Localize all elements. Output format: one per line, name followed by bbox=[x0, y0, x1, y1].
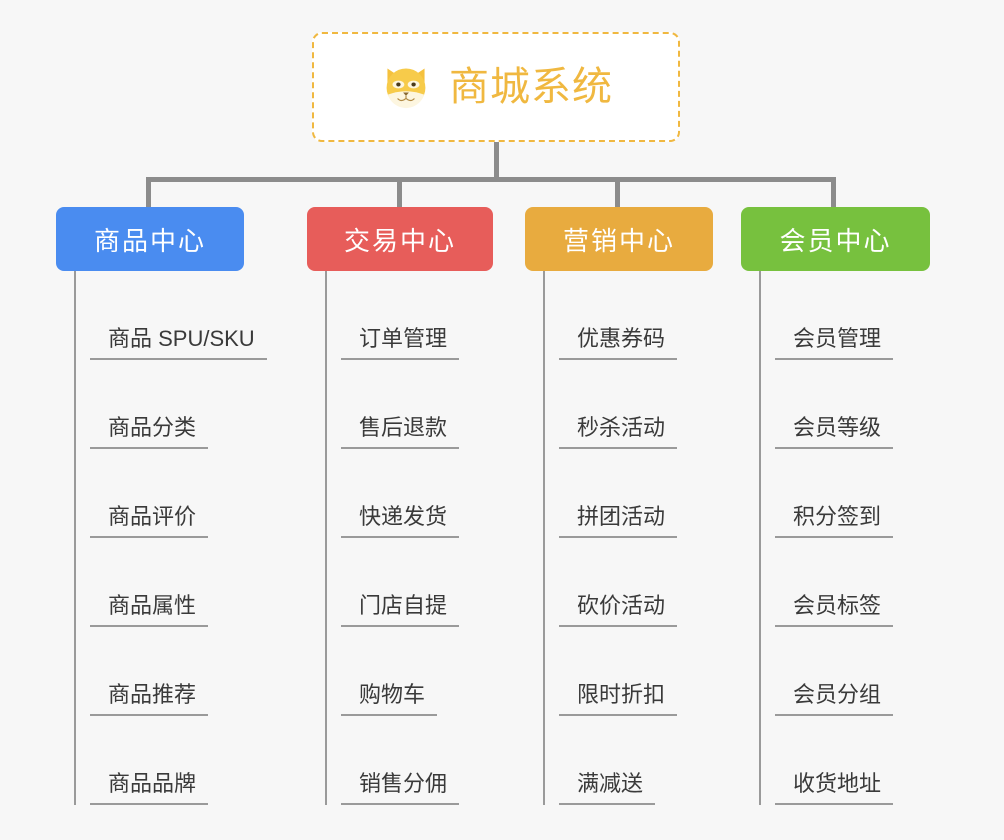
connector-drop-2 bbox=[397, 177, 402, 207]
list-item[interactable]: 收货地址 bbox=[759, 716, 961, 805]
root-title: 商城系统 bbox=[449, 65, 613, 109]
category-column-trade: 交易中心 订单管理 售后退款 快递发货 门店自提 购物车 销售分佣 bbox=[307, 207, 527, 821]
leaf-spine bbox=[759, 271, 761, 805]
category-header-marketing[interactable]: 营销中心 bbox=[525, 207, 713, 271]
list-item[interactable]: 优惠券码 bbox=[543, 271, 745, 360]
leaf-label: 秒杀活动 bbox=[559, 414, 678, 449]
category-header-product[interactable]: 商品中心 bbox=[56, 207, 244, 271]
leaf-label: 商品属性 bbox=[90, 592, 209, 627]
category-column-marketing: 营销中心 优惠券码 秒杀活动 拼团活动 砍价活动 限时折扣 满减送 bbox=[525, 207, 745, 821]
leaf-list-member: 会员管理 会员等级 积分签到 会员标签 会员分组 收货地址 bbox=[759, 271, 961, 805]
leaf-label: 商品 SPU/SKU bbox=[90, 325, 267, 360]
list-item[interactable]: 会员等级 bbox=[759, 360, 961, 449]
list-item[interactable]: 销售分佣 bbox=[325, 716, 527, 805]
category-columns: 商品中心 商品 SPU/SKU 商品分类 商品评价 商品属性 商品推荐 商品品牌… bbox=[0, 207, 1004, 840]
connector-drop-1 bbox=[146, 177, 151, 207]
connector-horizontal-bar bbox=[146, 177, 836, 182]
list-item[interactable]: 满减送 bbox=[543, 716, 745, 805]
list-item[interactable]: 商品 SPU/SKU bbox=[74, 271, 276, 360]
connector-root-stem bbox=[494, 142, 499, 180]
leaf-label: 订单管理 bbox=[341, 325, 460, 360]
list-item[interactable]: 积分签到 bbox=[759, 449, 961, 538]
list-item[interactable]: 快递发货 bbox=[325, 449, 527, 538]
leaf-label: 门店自提 bbox=[341, 592, 460, 627]
list-item[interactable]: 售后退款 bbox=[325, 360, 527, 449]
leaf-label: 快递发货 bbox=[341, 503, 460, 538]
leaf-label: 优惠券码 bbox=[559, 325, 678, 360]
leaf-label: 商品评价 bbox=[90, 503, 209, 538]
list-item[interactable]: 会员管理 bbox=[759, 271, 961, 360]
list-item[interactable]: 商品分类 bbox=[74, 360, 276, 449]
list-item[interactable]: 会员标签 bbox=[759, 538, 961, 627]
list-item[interactable]: 商品属性 bbox=[74, 538, 276, 627]
leaf-label: 商品推荐 bbox=[90, 681, 209, 716]
leaf-label: 积分签到 bbox=[775, 503, 894, 538]
list-item[interactable]: 门店自提 bbox=[325, 538, 527, 627]
leaf-label: 会员等级 bbox=[775, 414, 894, 449]
list-item[interactable]: 拼团活动 bbox=[543, 449, 745, 538]
root-node[interactable]: 商城系统 bbox=[312, 32, 680, 142]
leaf-label: 砍价活动 bbox=[559, 592, 678, 627]
shiba-dog-face-icon bbox=[386, 68, 426, 109]
leaf-label: 收货地址 bbox=[775, 770, 894, 805]
list-item[interactable]: 限时折扣 bbox=[543, 627, 745, 716]
leaf-label: 会员标签 bbox=[775, 592, 894, 627]
list-item[interactable]: 会员分组 bbox=[759, 627, 961, 716]
leaf-label: 商品分类 bbox=[90, 414, 209, 449]
leaf-label: 拼团活动 bbox=[559, 503, 678, 538]
category-column-member: 会员中心 会员管理 会员等级 积分签到 会员标签 会员分组 收货地址 bbox=[741, 207, 961, 821]
leaf-list-trade: 订单管理 售后退款 快递发货 门店自提 购物车 销售分佣 bbox=[325, 271, 527, 805]
category-header-trade[interactable]: 交易中心 bbox=[307, 207, 493, 271]
leaf-label: 满减送 bbox=[559, 770, 656, 805]
leaf-spine bbox=[325, 271, 327, 805]
leaf-label: 购物车 bbox=[341, 681, 438, 716]
leaf-label: 会员分组 bbox=[775, 681, 894, 716]
connector-drop-4 bbox=[831, 177, 836, 207]
leaf-list-product: 商品 SPU/SKU 商品分类 商品评价 商品属性 商品推荐 商品品牌 bbox=[74, 271, 276, 805]
leaf-spine bbox=[543, 271, 545, 805]
list-item[interactable]: 商品评价 bbox=[74, 449, 276, 538]
leaf-label: 会员管理 bbox=[775, 325, 894, 360]
leaf-label: 商品品牌 bbox=[90, 770, 209, 805]
leaf-label: 销售分佣 bbox=[341, 770, 460, 805]
leaf-spine bbox=[74, 271, 76, 805]
category-header-member[interactable]: 会员中心 bbox=[741, 207, 930, 271]
list-item[interactable]: 订单管理 bbox=[325, 271, 527, 360]
list-item[interactable]: 购物车 bbox=[325, 627, 527, 716]
list-item[interactable]: 商品推荐 bbox=[74, 627, 276, 716]
leaf-label: 售后退款 bbox=[341, 414, 460, 449]
category-column-product: 商品中心 商品 SPU/SKU 商品分类 商品评价 商品属性 商品推荐 商品品牌 bbox=[56, 207, 276, 821]
list-item[interactable]: 秒杀活动 bbox=[543, 360, 745, 449]
leaf-list-marketing: 优惠券码 秒杀活动 拼团活动 砍价活动 限时折扣 满减送 bbox=[543, 271, 745, 805]
list-item[interactable]: 砍价活动 bbox=[543, 538, 745, 627]
leaf-label: 限时折扣 bbox=[559, 681, 678, 716]
connector-drop-3 bbox=[615, 177, 620, 207]
list-item[interactable]: 商品品牌 bbox=[74, 716, 276, 805]
